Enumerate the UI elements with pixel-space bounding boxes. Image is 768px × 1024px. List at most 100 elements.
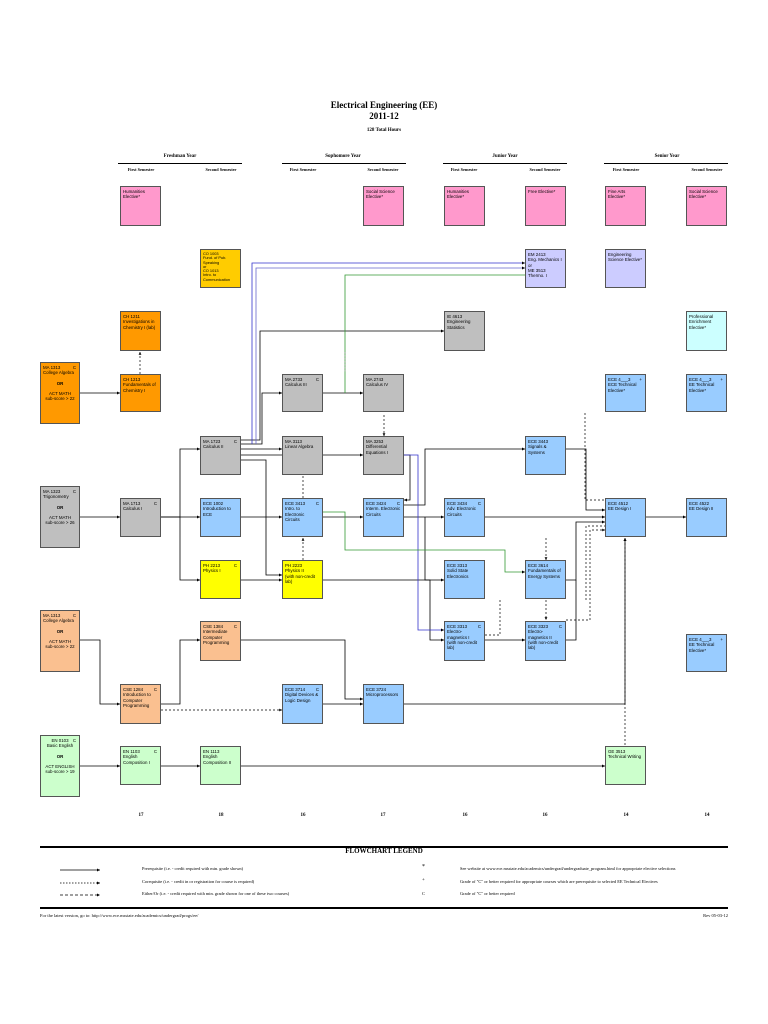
course-ece4512[interactable]: ECE 4512 EE Design I bbox=[605, 498, 646, 537]
course-ece3313-electromagnetics-1[interactable]: C ECE 3313 Electro- magnetics I (with no… bbox=[444, 621, 485, 661]
course-ece3413[interactable]: C ECE 3413 Intro. to Electronic Circuits bbox=[282, 498, 323, 537]
course-cse1284[interactable]: C CSE 1284 Introduction to Computer Prog… bbox=[120, 684, 161, 724]
course-en1113[interactable]: EN 1113 English Composition II bbox=[200, 746, 241, 785]
course-ece3614[interactable]: ECE 3614 Fundamentals of Energy Systems bbox=[525, 560, 566, 599]
course-text: Differential bbox=[366, 444, 387, 450]
course-text: Basic English bbox=[46, 743, 74, 749]
legend-star-symbol: * bbox=[422, 864, 425, 870]
revision-date: Rev 05-03-12 bbox=[703, 913, 728, 918]
course-ma1723[interactable]: C MA 1723 Calculus II bbox=[200, 436, 241, 475]
arrow bbox=[566, 528, 605, 621]
legend-line-samples bbox=[60, 868, 100, 897]
course-em2413[interactable]: EM 2413 Eng. Mechanics I or ME 3513 Ther… bbox=[525, 249, 566, 288]
course-ece3424[interactable]: C ECE 3424 Interm. Electronic Circuits bbox=[363, 498, 404, 537]
course-text: Investigations in bbox=[123, 319, 155, 325]
course-en0103[interactable]: C EN 0103 Basic English OR ACT ENGLISH s… bbox=[40, 735, 80, 797]
course-ece3724[interactable]: ECE 3724 Microprocessors bbox=[363, 684, 404, 724]
course-text: MA 3253 bbox=[366, 439, 384, 444]
course-ch1211[interactable]: CH 1211 Investigations in Chemistry I (l… bbox=[120, 311, 161, 351]
arrow bbox=[323, 579, 444, 642]
course-text: Elective* bbox=[689, 194, 707, 200]
course-ece3313-solid-state[interactable]: ECE 3313 Solid State Electronics bbox=[444, 560, 485, 599]
course-ma1323-trigonometry[interactable]: C MA 1323 Trigonometry OR ACT MATH sub-s… bbox=[40, 486, 80, 548]
course-text: Elective* bbox=[123, 194, 141, 200]
course-text: (with non-credit lab) bbox=[285, 573, 316, 584]
course-ece3714[interactable]: C ECE 3714 Digital Devices & Logic Desig… bbox=[282, 684, 323, 724]
course-ph2213[interactable]: C PH 2213 Physics I bbox=[200, 560, 241, 599]
course-humanities-elective[interactable]: Humanities Elective* bbox=[444, 186, 485, 226]
plus-mark: + bbox=[720, 377, 723, 382]
course-ee-technical-elective[interactable]: + ECE 4___3 EE Technical Elective* bbox=[686, 634, 727, 672]
course-text: sub-score > 26 bbox=[45, 520, 75, 526]
legend-corequisite: Corequisite (i.e. - credit in or registr… bbox=[142, 879, 255, 884]
course-social-science-elective[interactable]: Social Science Elective* bbox=[363, 186, 404, 226]
course-free-elective[interactable]: Free Elective* bbox=[525, 186, 566, 226]
course-text: Humanities Elective* bbox=[447, 189, 469, 200]
course-en1103[interactable]: C EN 1103 English Composition I bbox=[120, 746, 161, 785]
grade-mark: C bbox=[315, 687, 319, 692]
course-ma2733[interactable]: C MA 2733 Calculus III bbox=[282, 374, 323, 412]
course-text: Logic Design bbox=[285, 697, 311, 703]
course-humanities-elective[interactable]: Humanities Elective* bbox=[120, 186, 161, 226]
course-ece1002[interactable]: ECE 1002 Introduction to ECE bbox=[200, 498, 241, 537]
arrow bbox=[241, 391, 282, 445]
course-ece3323[interactable]: C ECE 3323 Electro- magnetics II (with n… bbox=[525, 621, 566, 661]
arrow bbox=[323, 511, 525, 574]
course-text: Linear Algebra bbox=[285, 444, 314, 450]
legend-title: FLOWCHART LEGEND bbox=[345, 847, 423, 855]
course-text: Energy Systems bbox=[528, 573, 560, 579]
grade-mark: C bbox=[153, 749, 157, 754]
course-text: OR bbox=[56, 504, 64, 510]
arrow bbox=[404, 447, 525, 506]
course-text: CSE 1384 bbox=[203, 624, 224, 629]
grade-mark: C bbox=[153, 687, 157, 692]
course-ie4613[interactable]: IE 4613 Engineering Statistics bbox=[444, 311, 485, 351]
course-text: ECE 4512 bbox=[608, 501, 629, 506]
course-fine-arts-elective[interactable]: Fine Arts Elective* bbox=[605, 186, 646, 226]
course-text: or bbox=[203, 263, 207, 269]
course-text: magnetics II bbox=[528, 634, 552, 640]
course-engineering-science-elective[interactable]: Engineering Science Elective* bbox=[605, 249, 646, 288]
course-ge3513[interactable]: GE 3513 Technical Writing bbox=[605, 746, 646, 785]
course-co1003[interactable]: CO 1003 Fund. of Pub. Speaking or CO 101… bbox=[200, 249, 241, 288]
course-text: Composition II bbox=[203, 759, 232, 765]
course-ece3434[interactable]: C ECE 3434 Adv. Electronic Circuits bbox=[444, 498, 485, 537]
arrow bbox=[424, 517, 444, 582]
course-professional-enrichment-elective[interactable]: Professional Enrichment Elective* bbox=[686, 311, 727, 351]
arrow bbox=[160, 638, 200, 705]
footer-link[interactable]: For the latest version, go to: http://ww… bbox=[40, 913, 199, 918]
course-text: Signals & Systems bbox=[528, 444, 547, 455]
course-ph2223[interactable]: PH 2223 Physics II (with non-credit lab) bbox=[282, 560, 323, 599]
course-text: Social Science bbox=[689, 189, 718, 194]
course-text: OR bbox=[56, 380, 64, 386]
course-text: MA 1713 bbox=[123, 501, 141, 506]
course-text: Professional bbox=[689, 314, 714, 319]
course-ma2743[interactable]: MA 2743 Calculus IV bbox=[363, 374, 404, 412]
course-text: Intermediate bbox=[203, 629, 228, 635]
course-text: Introduction to bbox=[123, 692, 151, 698]
course-ma3253[interactable]: MA 3253 Differential Equations I bbox=[363, 436, 404, 475]
course-text: Humanities bbox=[123, 189, 145, 194]
course-text: Computer bbox=[123, 697, 143, 703]
course-cse1384[interactable]: C CSE 1384 Intermediate Computer Program… bbox=[200, 621, 241, 661]
course-social-science-elective[interactable]: Social Science Elective* bbox=[686, 186, 727, 226]
arrow bbox=[344, 274, 525, 393]
arrow bbox=[404, 538, 627, 705]
course-ma1313-college-algebra[interactable]: C MA 1313 College Algebra OR ACT MATH su… bbox=[40, 610, 80, 672]
course-text: CO 1003 bbox=[203, 251, 219, 256]
course-text: EN 0103 bbox=[51, 738, 69, 743]
course-ece4522[interactable]: ECE 4522 EE Design II bbox=[686, 498, 727, 537]
grade-mark: C bbox=[477, 501, 481, 506]
course-ee-technical-elective[interactable]: + ECE 4___3 EE Technical Elective* bbox=[686, 374, 727, 412]
course-text: ECE 1002 bbox=[203, 501, 224, 506]
course-text: Circuits bbox=[366, 511, 381, 517]
course-ece-technical-elective[interactable]: + ECE 4___3 ECE Technical Elective* bbox=[605, 374, 646, 412]
course-text: Social Science bbox=[366, 189, 395, 194]
course-text: EE Design II bbox=[689, 506, 714, 512]
course-ma3113[interactable]: MA 3113 Linear Algebra bbox=[282, 436, 323, 475]
course-ece3443[interactable]: ECE 3443 Signals & Systems bbox=[525, 436, 566, 475]
course-text: Equations I bbox=[366, 449, 388, 455]
course-ma1313-college-algebra[interactable]: C MA 1313 College Algebra OR ACT MATH su… bbox=[40, 362, 80, 424]
course-ma1713[interactable]: C MA 1713 Calculus I bbox=[120, 498, 161, 537]
course-ch1213[interactable]: CH 1213 Fundamentals of Chemistry I bbox=[120, 374, 161, 412]
